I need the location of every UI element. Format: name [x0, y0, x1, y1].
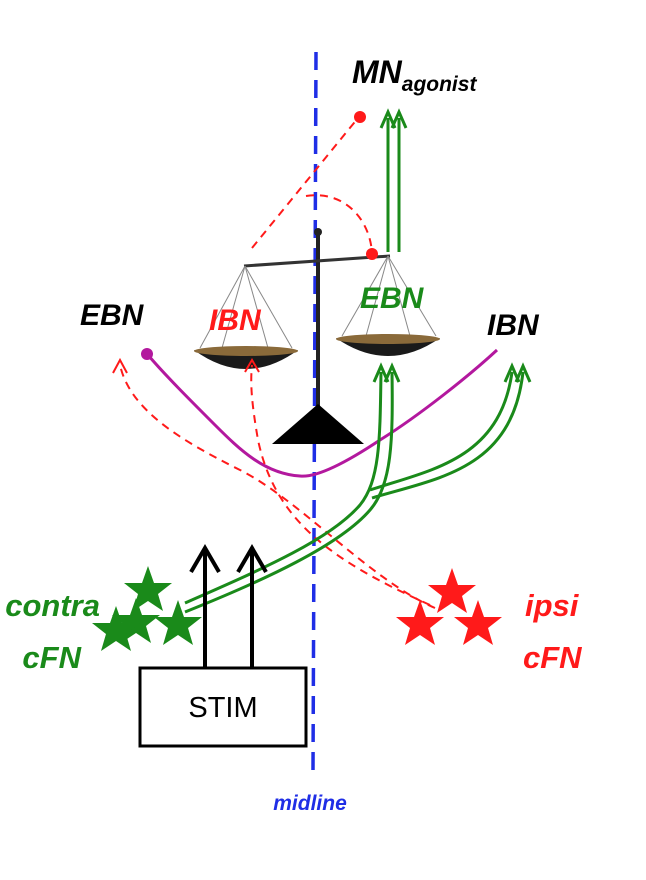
ibn-to-ebn-loop: [305, 194, 373, 254]
ebn-to-mn-projection: [379, 108, 408, 252]
stim-label: STIM: [188, 692, 257, 724]
contra-cfn-stars: [92, 566, 202, 651]
midline-label: midline: [273, 792, 347, 815]
ipsi-label-line2: cFN: [523, 640, 582, 675]
contra-cfn-to-ebn: [184, 362, 401, 614]
ebn-balance-label: EBN: [360, 282, 425, 315]
ebn-terminal: [366, 248, 378, 260]
stim-arrows: [189, 544, 268, 668]
ebn-left-label: EBN: [80, 299, 145, 332]
balance-scale: [194, 228, 440, 444]
contra-label-line2: cFN: [22, 640, 81, 675]
mn-label-sub: agonist: [402, 73, 478, 96]
ipsi-cfn-stars: [396, 568, 502, 645]
ibn-to-ebn-inhibition: [146, 348, 499, 478]
ipsi-cfn-to-ebn: [119, 364, 436, 609]
contra-label-line1: contra: [5, 588, 100, 623]
ibn-to-mn-inhibition: [251, 117, 359, 249]
ibn-right-label: IBN: [487, 309, 540, 342]
ipsi-cfn-to-ibn: [250, 364, 431, 606]
stim-box: [138, 666, 308, 748]
mn-terminal: [354, 111, 366, 123]
mn-label-main: MN: [352, 54, 403, 90]
mn-label: MNagonist: [352, 54, 477, 96]
contra-cfn-to-ibn: [369, 362, 532, 500]
ipsi-label-line1: ipsi: [525, 588, 580, 623]
ebn-left-terminal: [141, 348, 153, 360]
ibn-balance-label: IBN: [209, 304, 262, 337]
